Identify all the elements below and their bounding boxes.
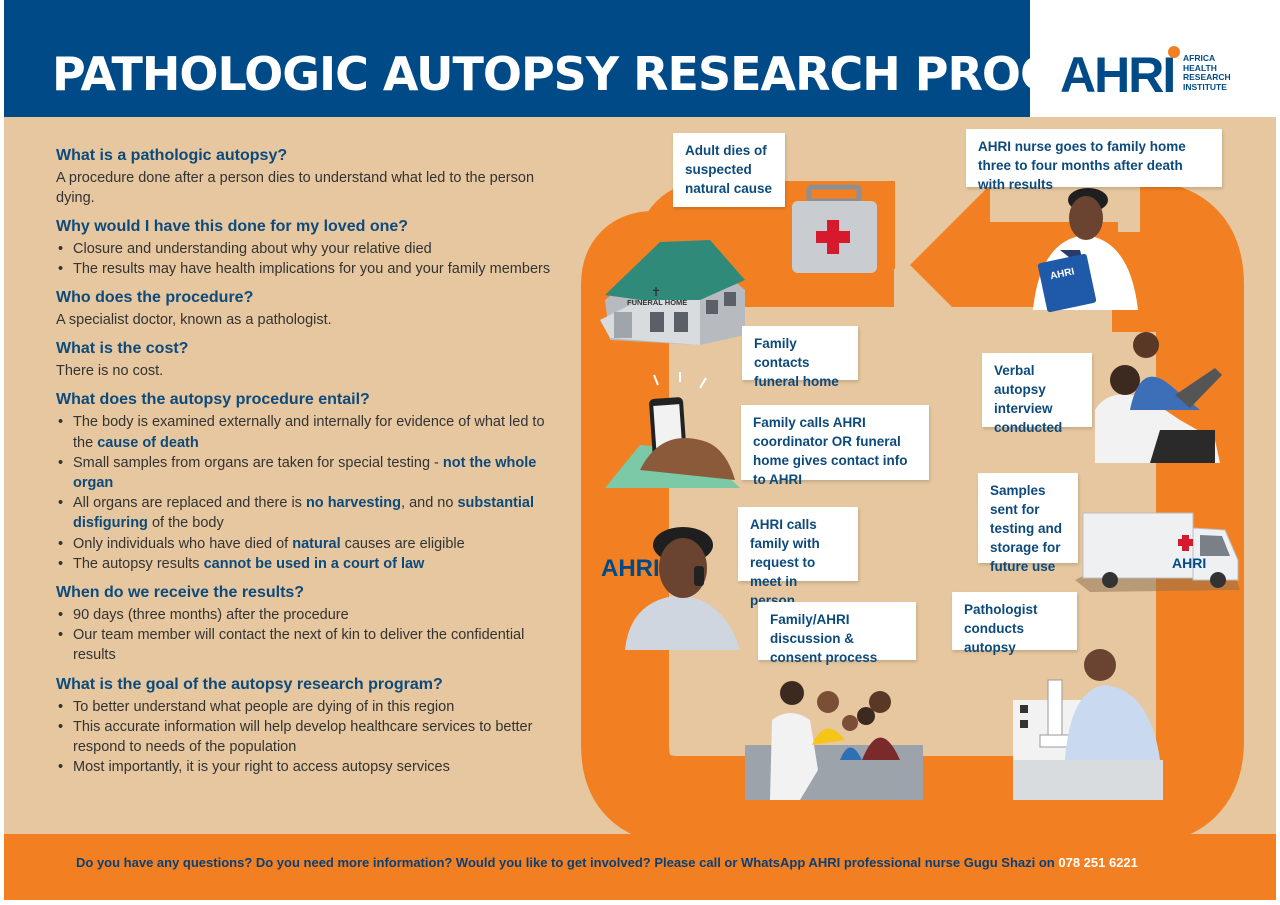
- wall-logo: AHRI: [601, 555, 660, 582]
- logo-dot: [1168, 46, 1180, 58]
- faq-bullet: All organs are replaced and there is no …: [56, 493, 556, 533]
- funeral-home-sign: FUNERAL HOME: [627, 298, 687, 307]
- faq-question: What is a pathologic autopsy?: [56, 147, 288, 164]
- nurse-icon: AHRI: [1033, 188, 1138, 313]
- svg-text:✝: ✝: [651, 285, 661, 299]
- person-on-phone-icon: [625, 527, 740, 650]
- faq-column: What is a pathologic autopsy? A procedur…: [56, 146, 556, 786]
- faq-question: What does the autopsy procedure entail?: [56, 391, 370, 409]
- family-discussion-icon: [745, 681, 923, 800]
- interview-icon: [1095, 332, 1222, 463]
- step-consent-process: Family/AHRI discussion & consent process: [758, 602, 916, 665]
- faq-question: Why would I have this done for my loved …: [56, 218, 409, 235]
- faq-bullet: Closure and understanding about why your…: [56, 239, 556, 259]
- pathologist-icon: [1013, 649, 1163, 800]
- step-nurse-returns-results: AHRI nurse goes to family home three to …: [966, 129, 1222, 192]
- faq-bullet: The results may have health implications…: [56, 259, 556, 279]
- faq-bullet: Our team member will contact the next of…: [56, 625, 556, 665]
- footer-contact: Do you have any questions? Do you need m…: [76, 855, 1138, 870]
- step-samples-sent: Samples sent for testing and storage for…: [978, 473, 1078, 574]
- phone-number[interactable]: 078 251 6221: [1058, 855, 1138, 870]
- step-ahri-calls-family: AHRI calls family with request to meet i…: [738, 507, 858, 608]
- clipboard-logo: AHRI: [1049, 266, 1075, 282]
- logo-letters: AHRI: [1060, 47, 1174, 96]
- funeral-home-icon: FUNERAL HOME ✝: [600, 240, 745, 345]
- faq-question: When do we receive the results?: [56, 584, 305, 602]
- medical-kit-icon: [792, 184, 877, 273]
- header-banner: [4, 0, 1030, 117]
- faq-bullet: Small samples from organs are taken for …: [56, 453, 556, 493]
- faq-answer: A specialist doctor, known as a patholog…: [56, 312, 332, 329]
- faq-bullet: The autopsy results cannot be used in a …: [56, 554, 556, 574]
- ahri-logo: AHRI: [1060, 46, 1180, 96]
- phone-call-icon: [605, 372, 740, 488]
- faq-question: Who does the procedure?: [56, 289, 254, 307]
- footer-bar: [4, 834, 1276, 900]
- faq-answer: A procedure done after a person dies to …: [56, 170, 535, 206]
- page-title: PATHOLOGIC AUTOPSY RESEARCH PROGRAM: [52, 47, 1172, 101]
- step-verbal-autopsy: Verbal autopsy interview conducted: [982, 353, 1092, 435]
- faq-bullet: To better understand what people are dyi…: [56, 697, 556, 717]
- step-pathologist-conducts: Pathologist conducts autopsy: [952, 592, 1077, 655]
- step-family-contacts-funeral-home: Family contacts funeral home: [742, 326, 858, 389]
- sample-truck-icon: AHRI: [1075, 512, 1240, 592]
- faq-answer: There is no cost.: [56, 363, 164, 380]
- logo-subtitle: AFRICA HEALTH RESEARCH INSTITUTE: [1183, 53, 1231, 92]
- faq-bullet: 90 days (three months) after the procedu…: [56, 605, 556, 625]
- faq-bullet: The body is examined externally and inte…: [56, 412, 556, 452]
- faq-question: What is the cost?: [56, 340, 189, 358]
- loop-arrow-head: [910, 185, 990, 345]
- faq-bullet: Most importantly, it is your right to ac…: [56, 757, 556, 777]
- faq-bullet: This accurate information will help deve…: [56, 717, 556, 757]
- step-family-calls-ahri: Family calls AHRI coordinator OR funeral…: [741, 405, 929, 487]
- faq-question: What is the goal of the autopsy research…: [56, 675, 443, 693]
- faq-bullet: Only individuals who have died of natura…: [56, 534, 556, 554]
- truck-logo: AHRI: [1172, 555, 1206, 571]
- step-adult-dies: Adult dies of suspected natural cause: [673, 133, 785, 207]
